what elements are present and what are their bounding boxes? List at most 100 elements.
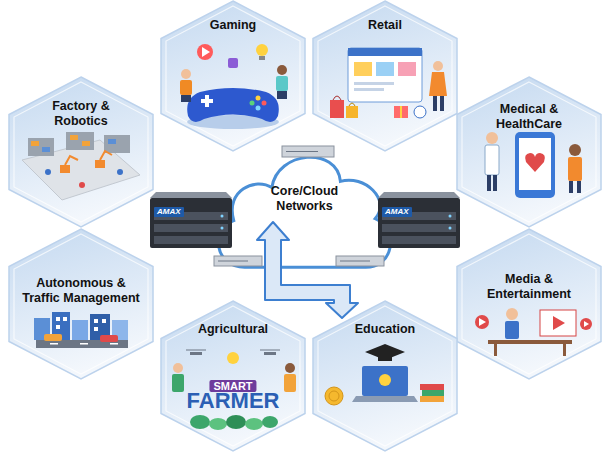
node-title: Factory & Robotics [41,99,121,129]
factory-illustration [45,169,51,175]
sector-hexagon: Gaming [160,0,306,152]
traffic-illustration [63,317,67,321]
medical-illustration [568,157,582,181]
sector-hexagon: Education [312,300,458,452]
factory-illustration [28,138,54,156]
server-right [449,215,452,218]
factory-illustration [42,147,50,152]
gaming-illustration [187,88,279,122]
agriculture-illustration [173,363,183,373]
factory-illustration [108,139,116,144]
traffic-illustration [94,327,98,331]
hexagon-fill [313,1,457,151]
hexagon-rim [166,6,300,146]
sector-hexagon: Media & Entertainment [456,228,602,380]
media-illustration [475,315,489,329]
hexagon-fill [161,1,305,151]
hexagon-fill [313,301,457,451]
retail-illustration [346,106,358,118]
retail-illustration [394,106,408,118]
medical-illustration [515,132,555,198]
label-holder: FARMER [187,389,280,413]
gaming-illustration [205,95,209,107]
gaming-illustration [228,58,238,68]
media-illustration [494,344,497,356]
sector-hexagon: Factory & Robotics [8,76,154,228]
traffic-illustration [56,325,60,329]
cloud-node: Core/Cloud Networks [212,138,397,293]
hexagon-fill [161,301,305,451]
server-left [150,192,232,248]
node-title: Media & Entertainment [479,272,579,302]
retail-illustration [433,61,443,71]
server-left [150,192,232,198]
hexagon-fill [9,229,153,379]
server-right [378,198,460,248]
server-left [221,227,224,230]
gaming-illustration [197,44,213,60]
traffic-illustration [50,343,58,345]
agriculture-illustration [190,415,210,429]
media-illustration [553,316,565,330]
brand-logo: AMAX [154,207,184,217]
media-illustration [488,340,572,344]
factory-illustration [79,182,85,188]
traffic-illustration [44,334,62,341]
small-server [336,256,384,266]
server-right [378,192,460,198]
retail-illustration [376,62,394,76]
agriculture-illustration [190,352,202,355]
agriculture-illustration [209,418,227,430]
gaming-illustration [250,101,255,106]
label-holder: AMAX [154,200,184,218]
agriculture-illustration [260,350,280,351]
node-title: Retail [368,18,402,33]
agriculture-illustration [264,352,276,355]
media-illustration [479,318,486,326]
small-server [282,146,334,157]
hexagon-fill [457,77,601,227]
retail-illustration [414,106,426,118]
retail-illustration [440,96,444,111]
medical-illustration [485,145,499,175]
small-server [286,151,318,152]
factory-illustration [100,151,112,160]
gaming-illustration [276,76,288,91]
traffic-illustration [80,343,88,345]
education-illustration [422,390,444,396]
agriculture-illustration [172,374,184,392]
retail-illustration [354,62,372,76]
retail-illustration [354,82,394,85]
server-right [449,227,452,230]
hexagon-outline [8,76,154,228]
education-illustration [329,391,339,401]
server-left [150,198,232,248]
sector-hexagon: Agricultural [160,300,306,452]
agriculture-illustration [226,415,246,429]
retail-illustration [348,48,422,56]
hexagon-outline [456,76,602,228]
education-illustration [379,374,391,386]
gaming-illustration [256,106,261,111]
agriculture-illustration [262,416,278,428]
hexagon-rim [14,82,148,222]
hexagon-rim [14,234,148,374]
agriculture-illustration [186,350,206,351]
traffic-illustration [110,343,118,345]
traffic-illustration [56,317,60,321]
education-illustration [378,355,392,361]
factory-illustration [65,156,78,165]
sector-hexagon: Retail [312,0,458,152]
hexagon-outline [456,228,602,380]
factory-illustration [117,169,123,175]
gaming-illustration [277,91,287,99]
factory-illustration [70,135,78,140]
medical-illustration [525,153,545,172]
medical-illustration [493,175,497,191]
node-title: Medical & HealthCare [484,102,574,132]
server-right [382,236,456,244]
retail-illustration [429,72,447,96]
media-illustration [580,318,592,330]
